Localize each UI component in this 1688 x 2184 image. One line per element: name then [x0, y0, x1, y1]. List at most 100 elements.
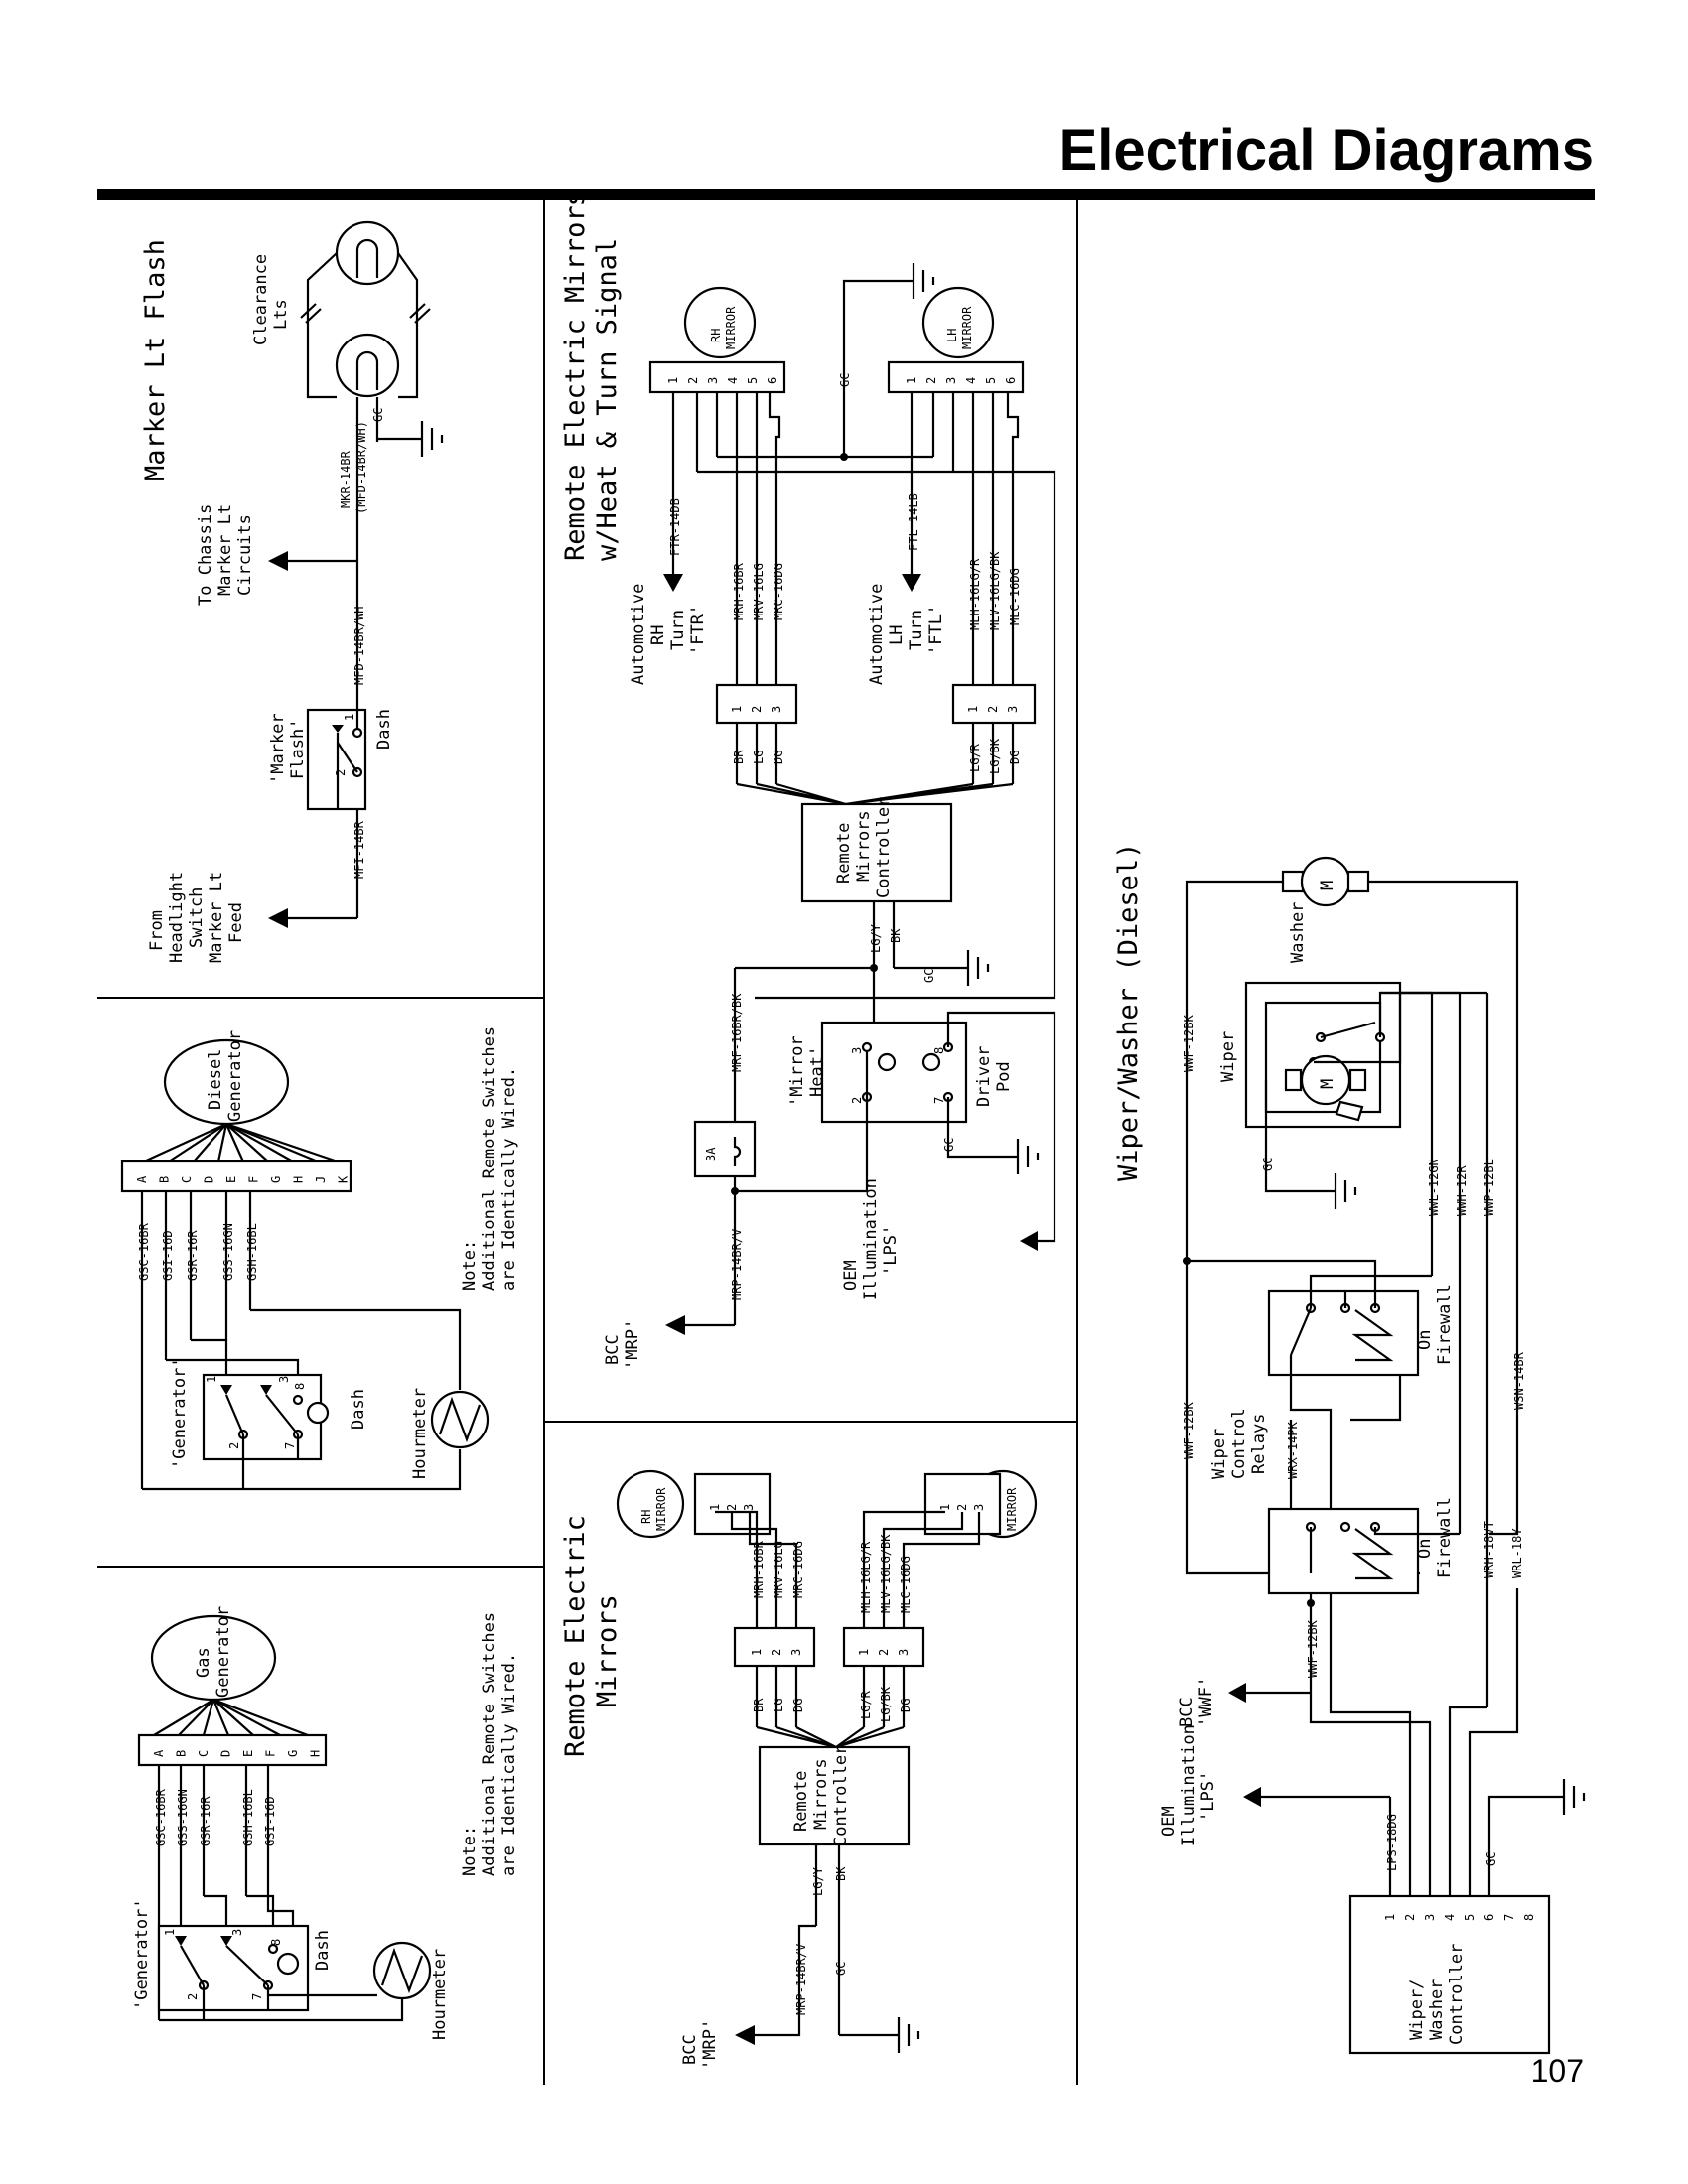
- controller-pin: 3: [1423, 1914, 1437, 1921]
- svg-text:Firewall: Firewall: [1435, 1284, 1455, 1365]
- svg-text:Marker Lt: Marker Lt: [207, 872, 226, 963]
- svg-text:1: 1: [343, 714, 356, 721]
- wiper-washer-section: Wiper/Washer (Diesel) M Washer WWF-12BK …: [1113, 843, 1586, 2055]
- svg-text:WWF-12BK: WWF-12BK: [1182, 1401, 1196, 1459]
- connector-pin: 6: [766, 377, 779, 384]
- connector-pin: 5: [984, 377, 998, 384]
- svg-text:3: 3: [230, 1929, 244, 1936]
- svg-text:Switch: Switch: [187, 887, 207, 948]
- svg-text:Hourmeter: Hourmeter: [430, 1949, 450, 2040]
- svg-text:LH: LH: [887, 625, 907, 645]
- svg-text:To Chassis: To Chassis: [196, 504, 215, 606]
- svg-text:Remote Electric: Remote Electric: [560, 1515, 591, 1757]
- svg-text:LG: LG: [752, 751, 766, 764]
- plug-pin: 2: [986, 706, 1000, 713]
- connector-pin: E: [241, 1750, 255, 1757]
- connector-pin: 1: [938, 1504, 952, 1511]
- svg-text:2: 2: [334, 769, 348, 776]
- svg-text:From: From: [147, 910, 167, 951]
- svg-text:Feed: Feed: [226, 902, 246, 943]
- svg-text:Wiper/Washer (Diesel): Wiper/Washer (Diesel): [1113, 843, 1144, 1181]
- svg-text:WWF-12BK: WWF-12BK: [1306, 1619, 1320, 1678]
- lh-plug: [842, 1626, 925, 1668]
- svg-text:Control: Control: [1229, 1408, 1249, 1479]
- svg-text:LH: LH: [945, 329, 959, 342]
- svg-text:MFI-14BR: MFI-14BR: [352, 820, 366, 879]
- wire-label: GSC-16BR: [154, 1788, 168, 1846]
- connector-pin: 1: [708, 1504, 722, 1511]
- svg-text:WWF-12BK: WWF-12BK: [1182, 1014, 1196, 1072]
- svg-text:7: 7: [283, 1442, 297, 1449]
- remote-mirrors-section: Remote Electric Mirrors RH MIRROR LH MIR…: [560, 1469, 1038, 2070]
- svg-text:'MRP': 'MRP': [700, 2019, 720, 2070]
- svg-text:Illumination: Illumination: [861, 1178, 881, 1300]
- svg-text:'Mirror: 'Mirror: [787, 1035, 807, 1107]
- svg-text:Note:: Note:: [460, 1826, 480, 1876]
- rh-mirror: [683, 286, 757, 359]
- svg-text:DG: DG: [1008, 751, 1022, 764]
- svg-text:'FTR': 'FTR': [688, 605, 708, 655]
- svg-text:WRL-18Y: WRL-18Y: [1510, 1528, 1524, 1578]
- svg-text:Turn: Turn: [668, 610, 688, 650]
- connector-pin: 3: [742, 1504, 756, 1511]
- svg-text:Heat': Heat': [807, 1046, 827, 1097]
- connector-pin: 1: [666, 377, 680, 384]
- svg-text:Additional Remote Switches: Additional Remote Switches: [480, 1026, 499, 1291]
- controller-pin: 8: [1522, 1914, 1536, 1921]
- svg-text:MRV-16LG: MRV-16LG: [772, 1541, 785, 1598]
- indicator-lamp-icon: [276, 1952, 300, 1976]
- wire-label: GSI-16D: [263, 1796, 277, 1846]
- connector-pin: J: [314, 1176, 328, 1183]
- svg-text:Dash: Dash: [313, 1930, 333, 1971]
- connector-pin: 2: [924, 377, 938, 384]
- svg-text:MIRROR: MIRROR: [960, 306, 974, 349]
- svg-text:Pod: Pod: [994, 1061, 1014, 1092]
- mirror-heat-switch: [820, 1021, 968, 1124]
- svg-text:GC: GC: [942, 1138, 956, 1152]
- connector-pin: 3: [972, 1504, 986, 1511]
- connector-pin: A: [135, 1175, 149, 1183]
- svg-text:OEM: OEM: [1159, 1806, 1179, 1837]
- indicator-lamp-icon: [921, 1052, 941, 1072]
- controller-pin: 2: [1403, 1914, 1417, 1921]
- svg-text:8: 8: [269, 1939, 283, 1946]
- heated-mirror-controller: [800, 802, 953, 903]
- svg-text:are Identically Wired.: are Identically Wired.: [499, 1067, 519, 1291]
- svg-text:2: 2: [186, 1993, 200, 2000]
- svg-text:WWL-12GN: WWL-12GN: [1427, 1159, 1441, 1216]
- wiper-control-relay-2: [1267, 1507, 1420, 1595]
- svg-text:'LPS': 'LPS': [881, 1225, 901, 1276]
- svg-text:WWH-12R: WWH-12R: [1455, 1165, 1469, 1216]
- svg-text:Controller: Controller: [1447, 1944, 1467, 2045]
- svg-text:MIRROR: MIRROR: [1005, 1487, 1019, 1531]
- svg-text:MRP-14BR/V: MRP-14BR/V: [730, 1229, 744, 1300]
- svg-text:(MFD-14BR/WH): (MFD-14BR/WH): [354, 421, 368, 514]
- svg-text:Flash': Flash': [288, 719, 308, 779]
- svg-text:GC: GC: [834, 1962, 848, 1976]
- svg-text:Diesel: Diesel: [206, 1049, 225, 1110]
- plug-pin: 2: [770, 1649, 783, 1656]
- svg-text:OEM: OEM: [841, 1260, 861, 1291]
- svg-text:Remote: Remote: [834, 823, 854, 884]
- marker-flash-section: Marker Lt Flash Clearance Lts GC MKR-14B…: [140, 220, 444, 963]
- indicator-lamp-icon: [306, 1401, 330, 1425]
- diesel-connector: [120, 1160, 352, 1193]
- fuse-3a: [693, 1120, 757, 1178]
- svg-text:BCC: BCC: [1177, 1697, 1196, 1727]
- svg-text:Headlight: Headlight: [167, 872, 187, 963]
- svg-text:Wiper/: Wiper/: [1407, 1979, 1427, 2040]
- page-number: 107: [1530, 2053, 1584, 2089]
- page-title: Electrical Diagrams: [1058, 118, 1594, 183]
- svg-text:Remote: Remote: [791, 1771, 811, 1832]
- svg-text:Controller: Controller: [831, 1745, 851, 1846]
- svg-text:1: 1: [205, 1376, 218, 1383]
- connector-pin: F: [247, 1176, 261, 1183]
- svg-text:'Generator': 'Generator': [170, 1357, 190, 1469]
- svg-text:RH: RH: [709, 329, 723, 342]
- controller-pin: 4: [1443, 1914, 1457, 1921]
- controller-pin: 7: [1502, 1914, 1516, 1921]
- plug-pin: 1: [750, 1649, 764, 1656]
- svg-text:LG/Y: LG/Y: [869, 923, 883, 953]
